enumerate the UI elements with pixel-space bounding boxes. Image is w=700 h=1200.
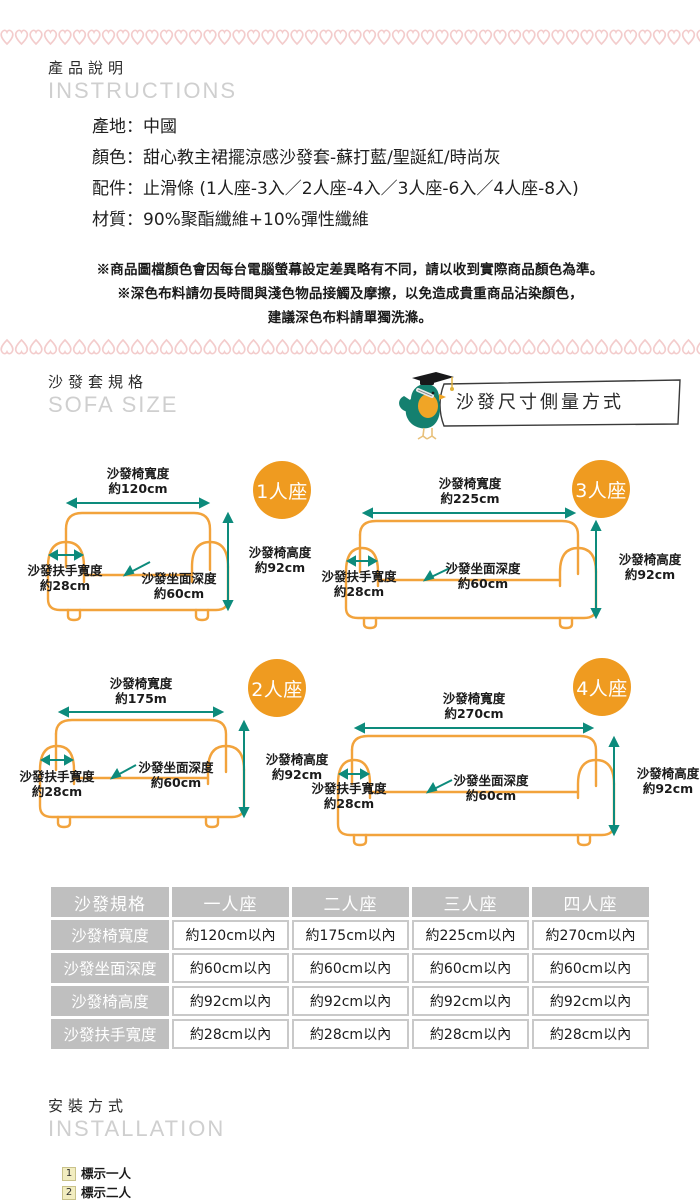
height-label-4: 沙發椅高度 約92cm (636, 766, 700, 796)
note-line-1: ※商品圖檔顏色會因每台電腦螢幕設定差異略有不同，請以收到實際商品顏色為準。 (96, 262, 604, 278)
heart-divider-top (0, 28, 700, 46)
seat-badge-3: 3人座 (572, 460, 630, 518)
cell-arm-3: 約28cm以內 (412, 1019, 529, 1049)
spec-line-color: 顏色：甜心教主裙擺涼感沙發套-蘇打藍/聖誕紅/時尚灰 (92, 148, 501, 168)
spec-line-accessory: 配件：止滑條 (1人座-3入／2人座-4入／3人座-6入／4人座-8入) (92, 179, 579, 199)
cell-width-1: 約120cm以內 (172, 920, 289, 950)
list-item-label: 標示二人 (81, 1185, 132, 1200)
width-label-3: 沙發椅寬度 約225cm (438, 476, 502, 506)
instructions-title-zh: 產品說明 (48, 59, 129, 77)
cell-width-4: 約270cm以內 (532, 920, 649, 950)
table-row: 沙發椅高度 約92cm以內 約92cm以內 約92cm以內 約92cm以內 (51, 986, 649, 1016)
note-line-2: ※深色布料請勿長時間與淺色物品接觸及摩擦，以免造成貴重商品沾染顏色， (117, 286, 583, 302)
cell-depth-2: 約60cm以內 (292, 953, 409, 983)
cell-height-1: 約92cm以內 (172, 986, 289, 1016)
instructions-notes: ※商品圖檔顏色會因每台電腦螢幕設定差異略有不同，請以收到實際商品顏色為準。 ※深… (0, 258, 700, 330)
heart-divider-bottom (0, 338, 700, 356)
sofa-size-title-zh: 沙發套規格 (48, 373, 149, 391)
arm-label-3: 沙發扶手寬度 約28cm (321, 569, 397, 599)
sofa-diagram-1-seater: 1人座 沙發椅寬度 約120cm 沙發椅高度 約92cm 沙發坐面深度 約60c… (20, 461, 340, 647)
cell-width-3: 約225cm以內 (412, 920, 529, 950)
width-label-1: 沙發椅寬度 約120cm (106, 466, 170, 496)
width-label-2: 沙發椅寬度 約175m (109, 676, 173, 706)
width-label-4: 沙發椅寬度 約270cm (442, 691, 506, 721)
cell-depth-3: 約60cm以內 (412, 953, 529, 983)
instructions-spec-list: 產地：中國 顏色：甜心教主裙擺涼感沙發套-蘇打藍/聖誕紅/時尚灰 配件：止滑條 … (92, 112, 579, 236)
depth-label-1: 沙發坐面深度 約60cm (141, 571, 217, 601)
installation-title-zh: 安裝方式 (48, 1097, 129, 1115)
measure-guide-badge: 沙發尺寸側量方式 (396, 366, 684, 440)
sofa-size-title-en: SOFA SIZE (48, 392, 179, 417)
sofa-size-heading: 沙發套規格 SOFA SIZE (48, 372, 178, 418)
cell-arm-2: 約28cm以內 (292, 1019, 409, 1049)
cell-width-2: 約175cm以內 (292, 920, 409, 950)
table-header-spec: 沙發規格 (51, 887, 169, 917)
list-number-badge: 2 (62, 1185, 76, 1200)
sofa-diagram-3-seater: 3人座 沙發椅寬度 約225cm 沙發椅高度 約92cm 沙發坐面深度 約60c… (321, 460, 690, 647)
table-row: 沙發坐面深度 約60cm以內 約60cm以內 約60cm以內 約60cm以內 (51, 953, 649, 983)
sofa-diagram-4-seater: 4人座 沙發椅寬度 約270cm 沙發椅高度 約92cm 沙發坐面深度 約60c… (311, 658, 699, 850)
list-item: 1 標示一人 (62, 1164, 131, 1183)
list-item-label: 標示一人 (81, 1166, 132, 1181)
list-item: 2 標示二人 (62, 1183, 131, 1200)
cell-height-3: 約92cm以內 (412, 986, 529, 1016)
cell-height-2: 約92cm以內 (292, 986, 409, 1016)
measure-guide-label: 沙發尺寸側量方式 (456, 392, 624, 413)
cell-height-4: 約92cm以內 (532, 986, 649, 1016)
row-label-depth: 沙發坐面深度 (51, 953, 169, 983)
row-label-height: 沙發椅高度 (51, 986, 169, 1016)
height-label-3: 沙發椅高度 約92cm (618, 552, 682, 582)
depth-label-4: 沙發坐面深度 約60cm (453, 773, 529, 803)
depth-label-2: 沙發坐面深度 約60cm (138, 760, 214, 790)
cell-arm-1: 約28cm以內 (172, 1019, 289, 1049)
cell-arm-4: 約28cm以內 (532, 1019, 649, 1049)
row-label-arm: 沙發扶手寬度 (51, 1019, 169, 1049)
table-row: 沙發扶手寬度 約28cm以內 約28cm以內 約28cm以內 約28cm以內 (51, 1019, 649, 1049)
installation-title-en: INSTALLATION (48, 1116, 226, 1141)
table-header-3seat: 三人座 (412, 887, 529, 917)
arm-label-1: 沙發扶手寬度 約28cm (27, 563, 103, 593)
table-header-1seat: 一人座 (172, 887, 289, 917)
table-row: 沙發椅寬度 約120cm以內 約175cm以內 約225cm以內 約270cm以… (51, 920, 649, 950)
sofa-spec-table: 沙發規格 一人座 二人座 三人座 四人座 沙發椅寬度 約120cm以內 約175… (48, 884, 652, 1052)
sofa-diagram-2-seater: 2人座 沙發椅寬度 約175m 沙發椅高度 約92cm 沙發坐面深度 約60cm… (8, 659, 338, 850)
seat-badge-2: 2人座 (248, 659, 306, 717)
table-header-4seat: 四人座 (532, 887, 649, 917)
instructions-heading: 產品說明 INSTRUCTIONS (48, 58, 237, 104)
table-header-2seat: 二人座 (292, 887, 409, 917)
table-row-header: 沙發規格 一人座 二人座 三人座 四人座 (51, 887, 649, 917)
instructions-title-en: INSTRUCTIONS (48, 78, 237, 103)
height-label-2: 沙發椅高度 約92cm (265, 752, 329, 782)
list-number-badge: 1 (62, 1166, 76, 1181)
cell-depth-1: 約60cm以內 (172, 953, 289, 983)
seat-badge-1: 1人座 (253, 461, 311, 519)
seat-badge-4: 4人座 (573, 658, 631, 716)
depth-label-3: 沙發坐面深度 約60cm (445, 561, 521, 591)
arm-label-4: 沙發扶手寬度 約28cm (311, 781, 387, 811)
height-label-1: 沙發椅高度 約92cm (248, 545, 312, 575)
spec-line-origin: 產地：中國 (92, 117, 177, 137)
spec-line-material: 材質：90%聚酯纖維+10%彈性纖維 (92, 210, 369, 230)
installation-heading: 安裝方式 INSTALLATION (48, 1096, 225, 1142)
cell-depth-4: 約60cm以內 (532, 953, 649, 983)
note-line-3: 建議深色布料請單獨洗滌。 (267, 310, 433, 326)
arm-label-2: 沙發扶手寬度 約28cm (19, 769, 95, 799)
installation-list: 1 標示一人 2 標示二人 (62, 1164, 131, 1200)
row-label-width: 沙發椅寬度 (51, 920, 169, 950)
